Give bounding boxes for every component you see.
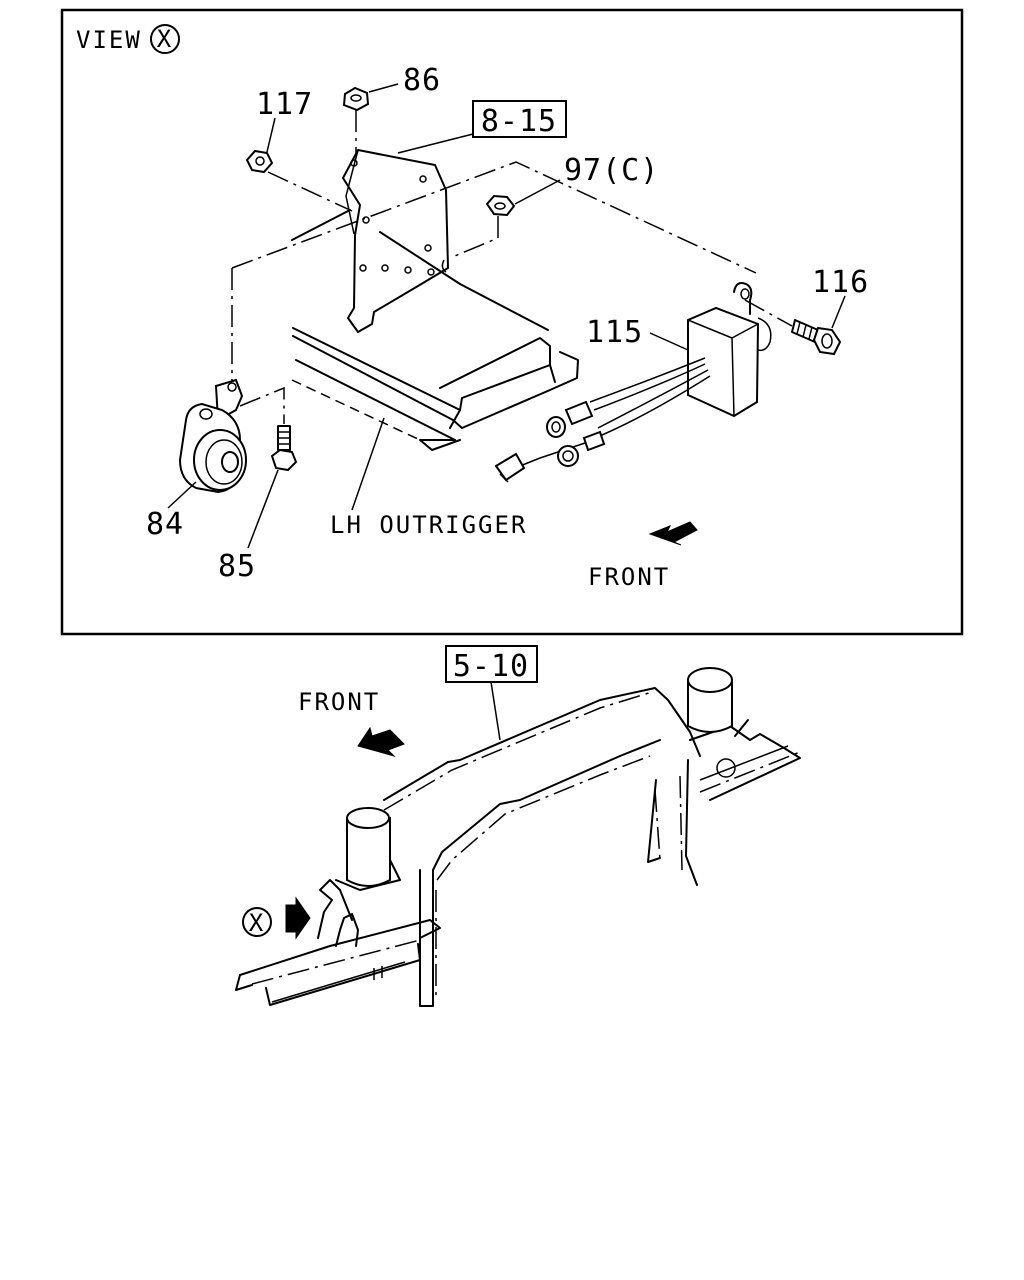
outrigger-label: LH OUTRIGGER [330,511,527,539]
callout-85: 85 [218,549,256,584]
front-indicator-upper: FRONT [588,521,698,591]
front-arrow-icon [648,521,698,546]
callout-86: 86 [403,63,441,98]
detail-view-panel: VIEW X 8-15 [60,8,964,636]
reference-5-10[interactable]: 5-10 [445,645,538,741]
callout-117: 117 [256,87,313,122]
callout-116: 116 [812,265,869,300]
relay-115[interactable]: 115 [494,282,772,483]
bolt-85[interactable]: 85 [218,425,298,584]
view-heading: VIEW X [76,24,180,54]
reference-5-10-label: 5-10 [453,649,529,684]
front-label-upper: FRONT [588,563,670,591]
callout-84: 84 [146,507,184,542]
mounting-bracket [342,149,449,333]
view-x-marker: X [242,896,311,940]
view-label: VIEW [76,26,142,54]
reference-8-15-label: 8-15 [481,104,557,139]
front-indicator-lower: FRONT [298,688,405,757]
view-x-letter: X [249,909,265,937]
frame-overview: 5-10 FRONT [235,645,801,1007]
bolt-116[interactable]: 116 [744,265,869,356]
view-direction-arrow-icon [285,896,311,940]
view-marker-letter: X [157,25,173,53]
bump-stop-rear [687,667,733,733]
view-x-circle [242,907,272,937]
callout-115: 115 [586,315,643,350]
front-label-lower: FRONT [298,688,380,716]
front-arrow-icon [357,726,405,757]
bump-stop-front [346,807,391,887]
nut-86[interactable]: 86 [342,63,441,155]
nut-117[interactable]: 117 [245,87,353,212]
reference-8-15[interactable]: 8-15 [397,100,567,154]
harness-connector [494,400,606,483]
horn-84[interactable]: 84 [146,378,285,542]
callout-97c: 97(C) [564,153,659,188]
outrigger-caption: LH OUTRIGGER [330,417,527,539]
nut-97c[interactable]: 97(C) [449,153,659,259]
view-marker-circle [150,24,180,54]
